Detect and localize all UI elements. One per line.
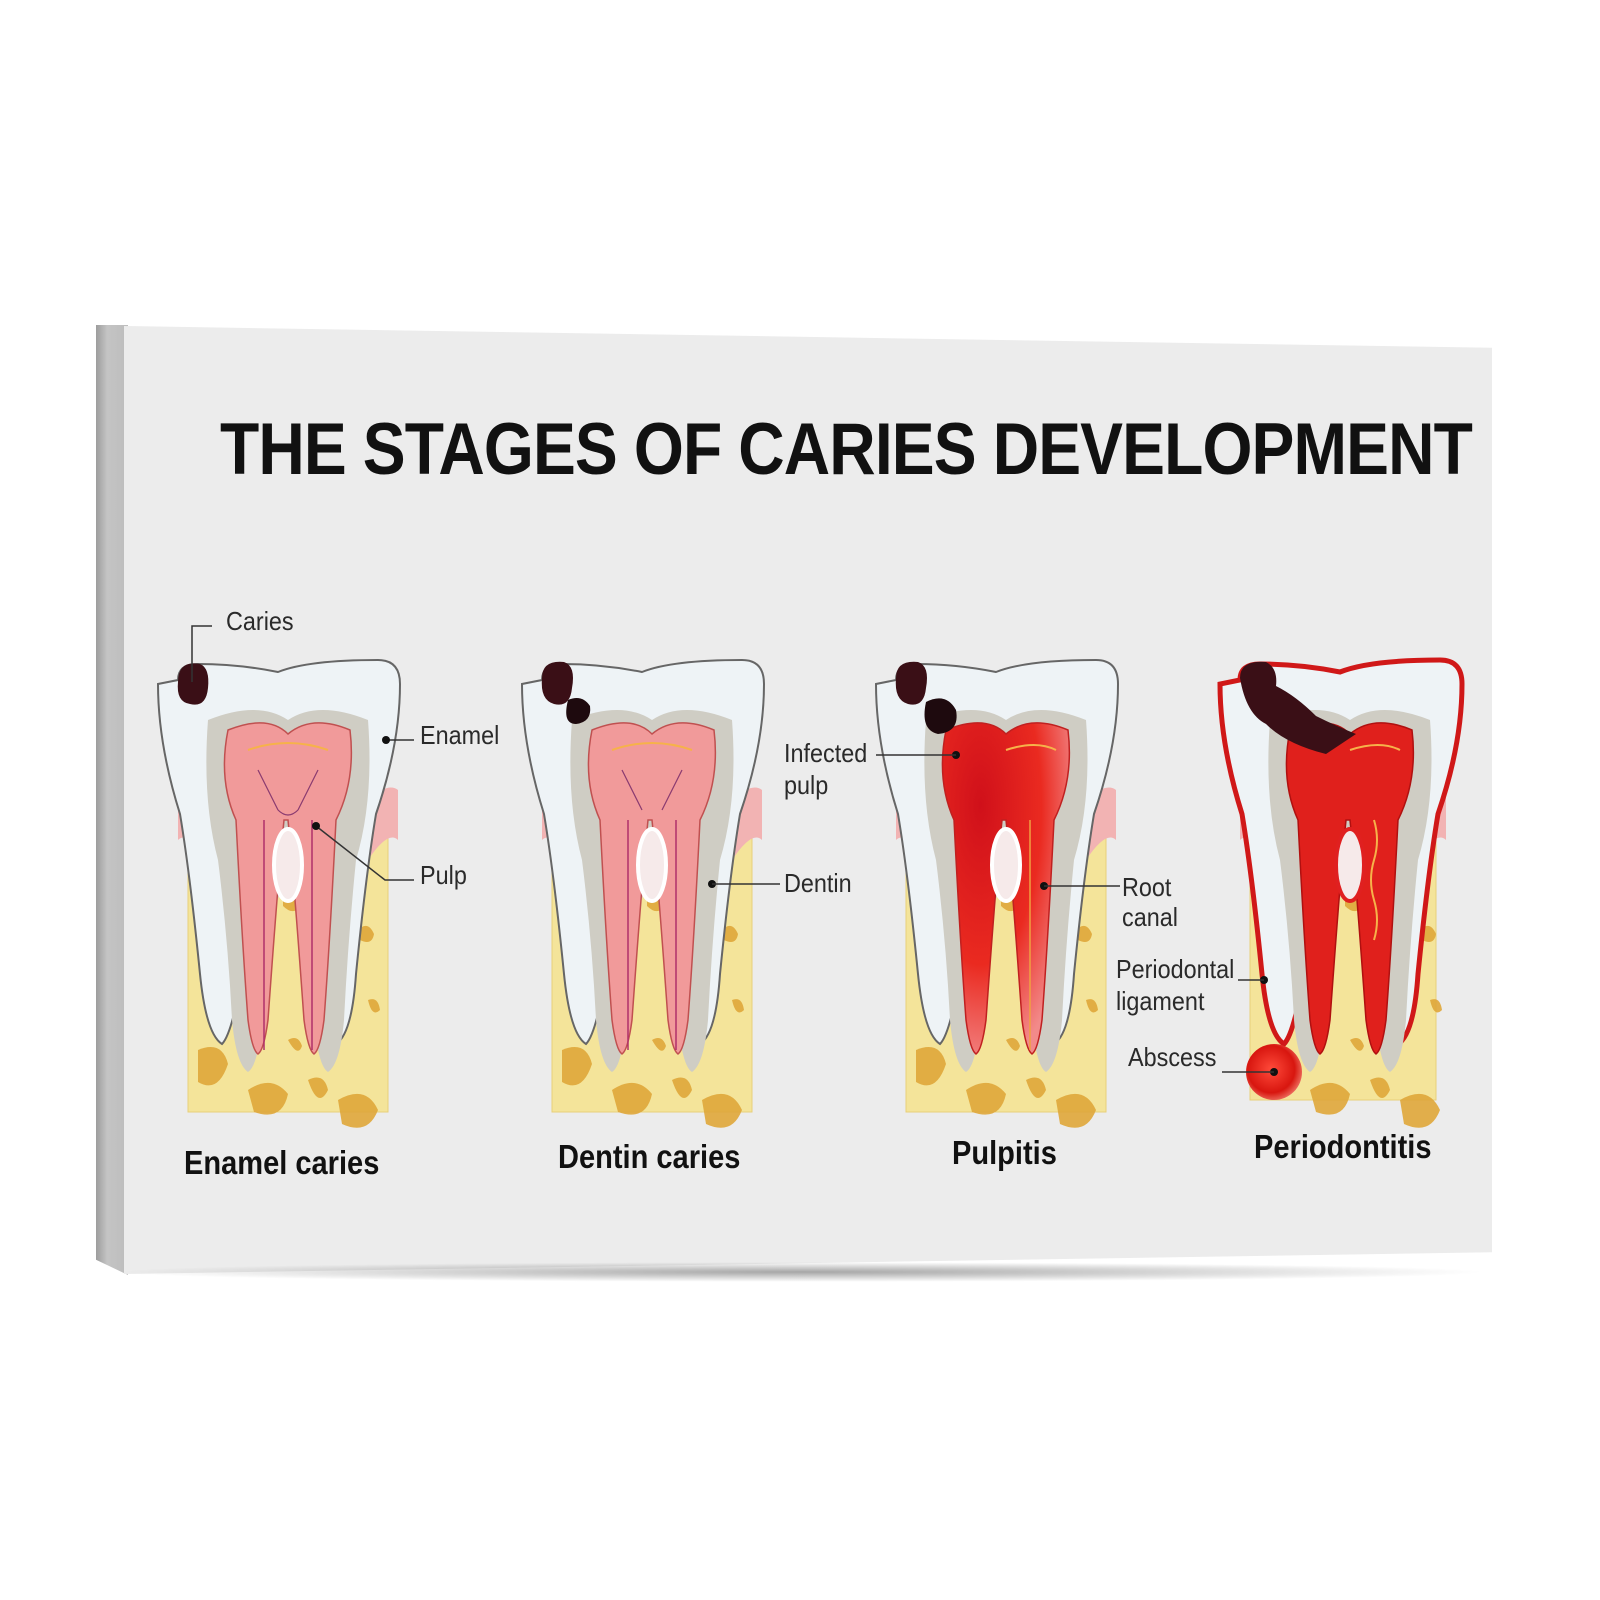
tooth-dentin-caries	[520, 658, 780, 1128]
label-enamel: Enamel	[420, 720, 500, 750]
stage-name-dentin-caries: Dentin caries	[558, 1138, 741, 1175]
tooth-periodontitis	[1217, 657, 1465, 1128]
canvas-shadow	[110, 1262, 1490, 1282]
stage-name-pulpitis: Pulpitis	[952, 1134, 1057, 1171]
canvas-side-edge	[96, 325, 128, 1275]
stage-name-periodontitis: Periodontitis	[1254, 1128, 1432, 1165]
label-pulp: Pulp	[420, 860, 467, 890]
label-root-canal-line2: canal	[1122, 902, 1178, 932]
poster-title: THE STAGES OF CARIES DEVELOPMENT	[220, 409, 1473, 490]
label-dentin: Dentin	[784, 868, 852, 898]
tooth-pulpitis	[874, 658, 1120, 1128]
label-abscess: Abscess	[1128, 1042, 1217, 1072]
label-root-canal-line1: Root	[1122, 872, 1172, 902]
label-infected-pulp-line1: Infected	[784, 738, 868, 768]
stage-name-enamel-caries: Enamel caries	[184, 1144, 380, 1181]
label-periodontal-line2: ligament	[1116, 986, 1205, 1016]
leader-lines-tooth1	[191, 625, 414, 881]
tooth-enamel-caries	[156, 658, 402, 1128]
label-infected-pulp-line2: pulp	[784, 770, 829, 800]
label-caries: Caries	[226, 606, 294, 636]
label-periodontal-line1: Periodontal	[1116, 954, 1235, 984]
